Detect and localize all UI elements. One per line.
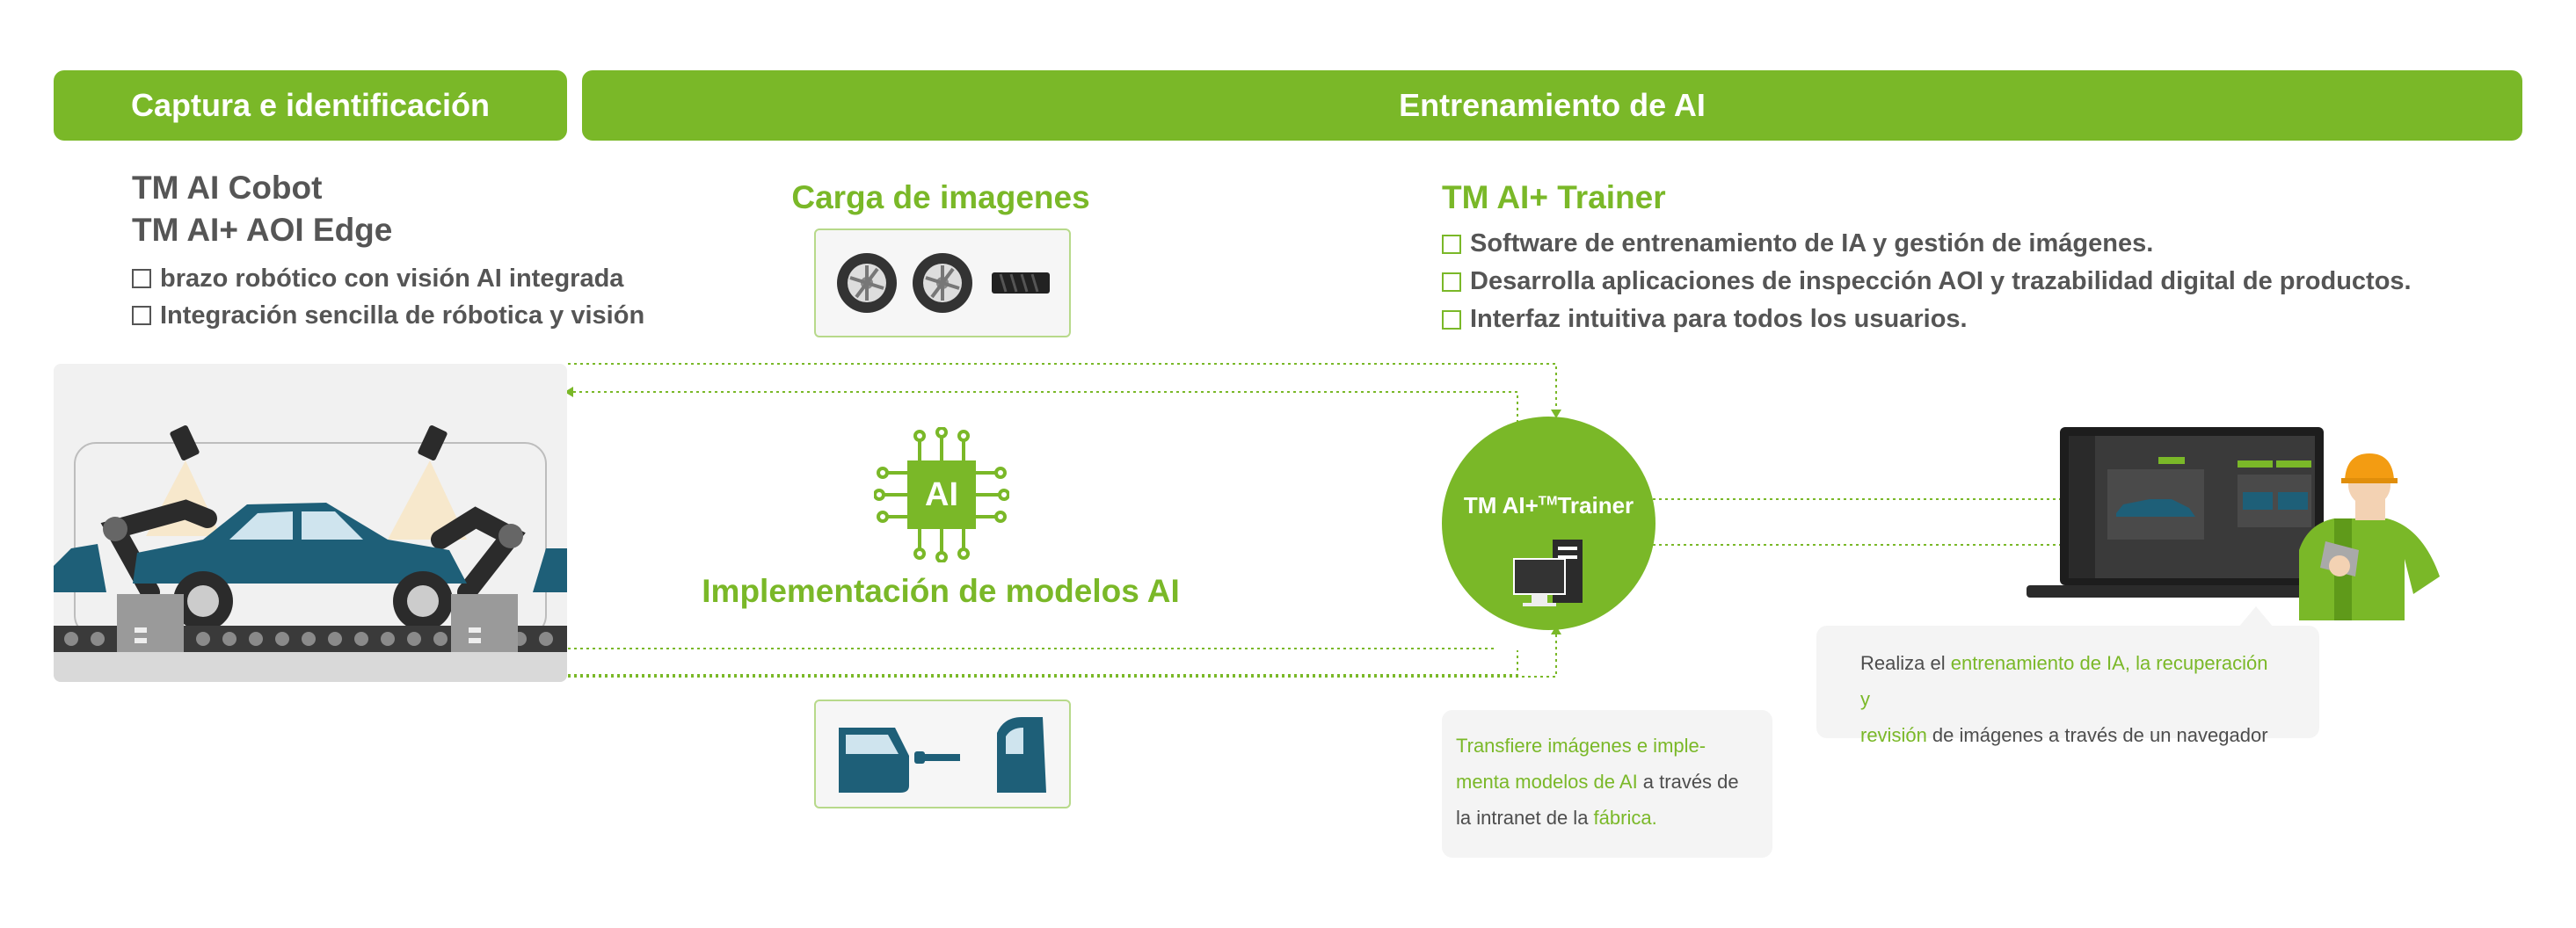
checkbox-icon [1442, 309, 1461, 330]
trainer-bullets: Software de entrenamiento de IA y gestió… [1442, 225, 2412, 338]
left-bullet: Integración sencilla de róbotica y visió… [132, 297, 644, 334]
checkbox-icon [1442, 234, 1461, 254]
trainer-bullet-text: Software de entrenamiento de IA y gestió… [1470, 229, 2154, 257]
car-door-icon [839, 717, 1046, 793]
trainer-bullet-text: Interfaz intuitiva para todos los usuari… [1470, 305, 1968, 333]
note-pointer [2238, 606, 2274, 627]
browser-note: Realiza el entrenamiento de IA, la recup… [1816, 626, 2319, 746]
upload-title: Carga de imagenes [791, 179, 1090, 215]
left-bullet-text: Integración sencilla de róbotica y visió… [160, 301, 645, 330]
trainer-bullet: Interfaz intuitiva para todos los usuari… [1442, 301, 2412, 338]
deploy-title: Implementación de modelos AI [702, 573, 1180, 609]
robot-arm-icon [100, 499, 526, 602]
car-icon [54, 425, 567, 682]
left-bullets: brazo robótico con visión AI integrada I… [132, 260, 644, 334]
left-bullet-text: brazo robótico con visión AI integrada [160, 264, 624, 293]
title-ai-cobot: TM AI Cobot [132, 170, 323, 206]
left-bullet: brazo robótico con visión AI integrada [132, 260, 644, 297]
trainer-bullet-text: Desarrolla aplicaciones de inspección AO… [1470, 267, 2412, 295]
header-capture: Captura e identificación [54, 70, 567, 141]
trainer-bullet: Software de entrenamiento de IA y gestió… [1442, 225, 2412, 263]
checkbox-icon [1442, 272, 1461, 292]
deploy-image-box [814, 700, 1071, 808]
trainer-title: TM AI+ Trainer [1442, 179, 1666, 215]
upload-image-box [814, 228, 1071, 337]
header-training: Entrenamiento de AI [582, 70, 2522, 141]
chip-icon [874, 427, 1009, 562]
trainer-circle-label: TM AI+TMTrainer [1463, 492, 1634, 518]
checkbox-icon [132, 269, 151, 288]
camera-icon [170, 425, 448, 460]
chip-label: AI [925, 475, 958, 513]
checkbox-icon [132, 306, 151, 325]
trainer-bullet: Desarrolla aplicaciones de inspección AO… [1442, 263, 2412, 301]
header-training-label: Entrenamiento de AI [1399, 87, 1706, 123]
factory-scene [54, 364, 567, 682]
title-aoi-edge: TM AI+ AOI Edge [132, 212, 393, 248]
trainer-circle: TM AI+TMTrainer [1442, 417, 1655, 630]
transfer-note: Transfiere imágenes e imple- menta model… [1442, 710, 1772, 858]
worker-icon [2299, 453, 2440, 620]
header-capture-label: Captura e identificación [130, 87, 491, 123]
laptop-icon [2027, 427, 2343, 598]
computer-icon [1513, 540, 1583, 606]
tire-icon [837, 253, 1050, 313]
